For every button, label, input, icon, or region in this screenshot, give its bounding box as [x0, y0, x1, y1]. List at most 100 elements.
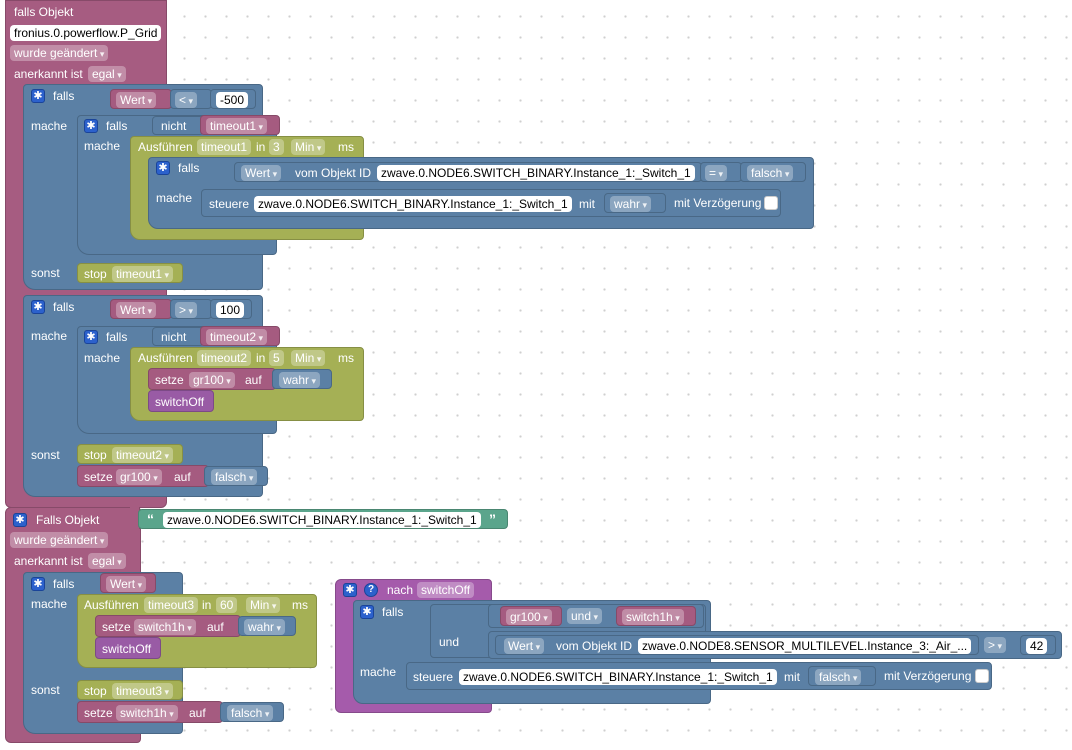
- boolean-dropdown[interactable]: falsch: [227, 705, 274, 721]
- timeout-dropdown[interactable]: timeout3: [112, 683, 174, 699]
- function-call-block[interactable]: switchOff: [148, 390, 214, 412]
- operator-dropdown[interactable]: >: [984, 637, 1007, 653]
- boolean-dropdown[interactable]: wahr: [610, 196, 652, 212]
- trigger-dropdown[interactable]: wurde geändert: [10, 532, 109, 548]
- number-field[interactable]: 100: [216, 302, 245, 318]
- number-block[interactable]: -500: [210, 89, 256, 109]
- stop-timeout-block-1[interactable]: stop timeout1: [77, 263, 183, 283]
- compare-operator-block[interactable]: <: [170, 89, 212, 109]
- operator-dropdown[interactable]: =: [705, 165, 728, 181]
- function-name-field[interactable]: switchOff: [417, 582, 475, 598]
- boolean-dropdown[interactable]: falsch: [747, 165, 794, 181]
- variable-block[interactable]: switch1h: [616, 606, 696, 626]
- value-block[interactable]: Wert: [100, 573, 156, 593]
- variable-block[interactable]: gr100: [500, 606, 562, 626]
- object-id-field[interactable]: zwave.0.NODE8.SENSOR_MULTILEVEL.Instance…: [638, 638, 972, 654]
- ack-dropdown[interactable]: egal: [88, 66, 126, 82]
- variable-dropdown[interactable]: gr100: [506, 609, 552, 625]
- boolean-dropdown[interactable]: wahr: [244, 619, 286, 635]
- object-value-block[interactable]: Wert vom Objekt ID zwave.0.NODE8.SENSOR_…: [495, 635, 979, 655]
- object-id-field[interactable]: zwave.0.NODE6.SWITCH_BINARY.Instance_1:_…: [254, 196, 572, 212]
- logic-value-block[interactable]: wahr: [238, 616, 296, 636]
- variable-dropdown[interactable]: timeout1: [206, 118, 268, 134]
- control-block[interactable]: steuere zwave.0.NODE6.SWITCH_BINARY.Inst…: [406, 662, 992, 690]
- gear-icon[interactable]: ✱: [13, 513, 27, 527]
- stop-timeout-block-3[interactable]: stop timeout3: [77, 680, 183, 700]
- gear-icon[interactable]: ✱: [31, 300, 45, 314]
- checkbox-icon[interactable]: [975, 669, 989, 683]
- set-variable-block[interactable]: setze gr100 auf: [77, 465, 209, 487]
- value-dropdown[interactable]: Wert: [504, 638, 545, 654]
- operator-dropdown[interactable]: >: [175, 302, 198, 318]
- variable-dropdown[interactable]: timeout2: [206, 329, 268, 345]
- stop-timeout-block-2[interactable]: stop timeout2: [77, 444, 183, 464]
- gear-icon[interactable]: ✱: [360, 605, 374, 619]
- timeout-name-field[interactable]: timeout1: [197, 139, 252, 155]
- timeout-dropdown[interactable]: timeout2: [112, 447, 174, 463]
- text-block[interactable]: “ zwave.0.NODE6.SWITCH_BINARY.Instance_1…: [138, 509, 508, 529]
- timeout-unit-dropdown[interactable]: Min: [291, 350, 326, 366]
- boolean-dropdown[interactable]: falsch: [815, 669, 862, 685]
- checkbox-icon[interactable]: [764, 196, 778, 210]
- value-block[interactable]: Wert: [110, 299, 172, 319]
- logic-value-block[interactable]: falsch: [220, 702, 284, 722]
- set-variable-block[interactable]: setze gr100 auf: [148, 368, 276, 390]
- timeout-dropdown[interactable]: timeout1: [112, 266, 174, 282]
- set-variable-block[interactable]: setze switch1h auf: [95, 615, 241, 637]
- logic-value-block[interactable]: wahr: [272, 369, 332, 389]
- ack-dropdown[interactable]: egal: [88, 553, 126, 569]
- not-block[interactable]: nicht: [152, 116, 204, 135]
- value-dropdown[interactable]: Wert: [241, 165, 282, 181]
- variable-dropdown[interactable]: switch1h: [116, 705, 178, 721]
- function-call-block[interactable]: switchOff: [95, 637, 161, 659]
- timeout-value-field[interactable]: 3: [269, 139, 284, 155]
- logic-value-block[interactable]: falsch: [740, 162, 806, 182]
- gear-icon[interactable]: ✱: [156, 161, 170, 175]
- compare-operator-block[interactable]: >: [170, 299, 212, 319]
- timeout-value-field[interactable]: 60: [216, 597, 238, 613]
- compare-operator-block[interactable]: =: [700, 162, 742, 182]
- operator-dropdown[interactable]: <: [175, 92, 198, 108]
- gear-icon[interactable]: ✱: [84, 330, 98, 344]
- variable-dropdown[interactable]: switch1h: [622, 609, 684, 625]
- gear-icon[interactable]: ✱: [31, 577, 45, 591]
- variable-block[interactable]: timeout1: [200, 115, 280, 135]
- variable-dropdown[interactable]: switch1h: [134, 619, 196, 635]
- object-id-field[interactable]: zwave.0.NODE6.SWITCH_BINARY.Instance_1:_…: [377, 165, 695, 181]
- question-icon[interactable]: ?: [364, 583, 378, 597]
- logic-value-block[interactable]: falsch: [204, 466, 268, 486]
- gear-icon[interactable]: ✱: [84, 119, 98, 133]
- variable-dropdown[interactable]: gr100: [189, 372, 235, 388]
- value-dropdown[interactable]: Wert: [106, 576, 147, 592]
- number-field[interactable]: -500: [216, 92, 249, 108]
- boolean-dropdown[interactable]: wahr: [279, 372, 321, 388]
- and-dropdown[interactable]: und: [567, 608, 603, 624]
- number-block[interactable]: 42: [1020, 635, 1056, 655]
- value-block[interactable]: Wert: [110, 89, 172, 109]
- timeout-value-field[interactable]: 5: [269, 350, 284, 366]
- timeout-unit-dropdown[interactable]: Min: [291, 139, 326, 155]
- logic-value-block[interactable]: falsch: [808, 666, 876, 686]
- variable-block[interactable]: timeout2: [200, 326, 280, 346]
- timeout-unit-dropdown[interactable]: Min: [246, 597, 281, 613]
- object-value-block[interactable]: Wert vom Objekt ID zwave.0.NODE6.SWITCH_…: [234, 162, 702, 182]
- variable-dropdown[interactable]: gr100: [116, 469, 162, 485]
- gear-icon[interactable]: ✱: [31, 89, 45, 103]
- control-block[interactable]: steuere zwave.0.NODE6.SWITCH_BINARY.Inst…: [201, 189, 781, 217]
- timeout-name-field[interactable]: timeout2: [197, 350, 252, 366]
- object-id-field[interactable]: zwave.0.NODE6.SWITCH_BINARY.Instance_1:_…: [163, 512, 481, 528]
- timeout-name-field[interactable]: timeout3: [144, 597, 199, 613]
- number-field[interactable]: 42: [1026, 638, 1048, 654]
- object-id-field[interactable]: zwave.0.NODE6.SWITCH_BINARY.Instance_1:_…: [459, 669, 777, 685]
- set-variable-block[interactable]: setze switch1h auf: [77, 701, 223, 723]
- value-dropdown[interactable]: Wert: [116, 92, 157, 108]
- boolean-dropdown[interactable]: falsch: [211, 469, 258, 485]
- number-block[interactable]: 100: [210, 299, 252, 319]
- logic-value-block[interactable]: wahr: [604, 193, 666, 213]
- trigger-dropdown[interactable]: wurde geändert: [10, 45, 109, 61]
- not-block[interactable]: nicht: [152, 327, 204, 346]
- gear-icon[interactable]: ✱: [343, 583, 357, 597]
- object-id-field[interactable]: fronius.0.powerflow.P_Grid: [10, 25, 162, 41]
- value-dropdown[interactable]: Wert: [116, 302, 157, 318]
